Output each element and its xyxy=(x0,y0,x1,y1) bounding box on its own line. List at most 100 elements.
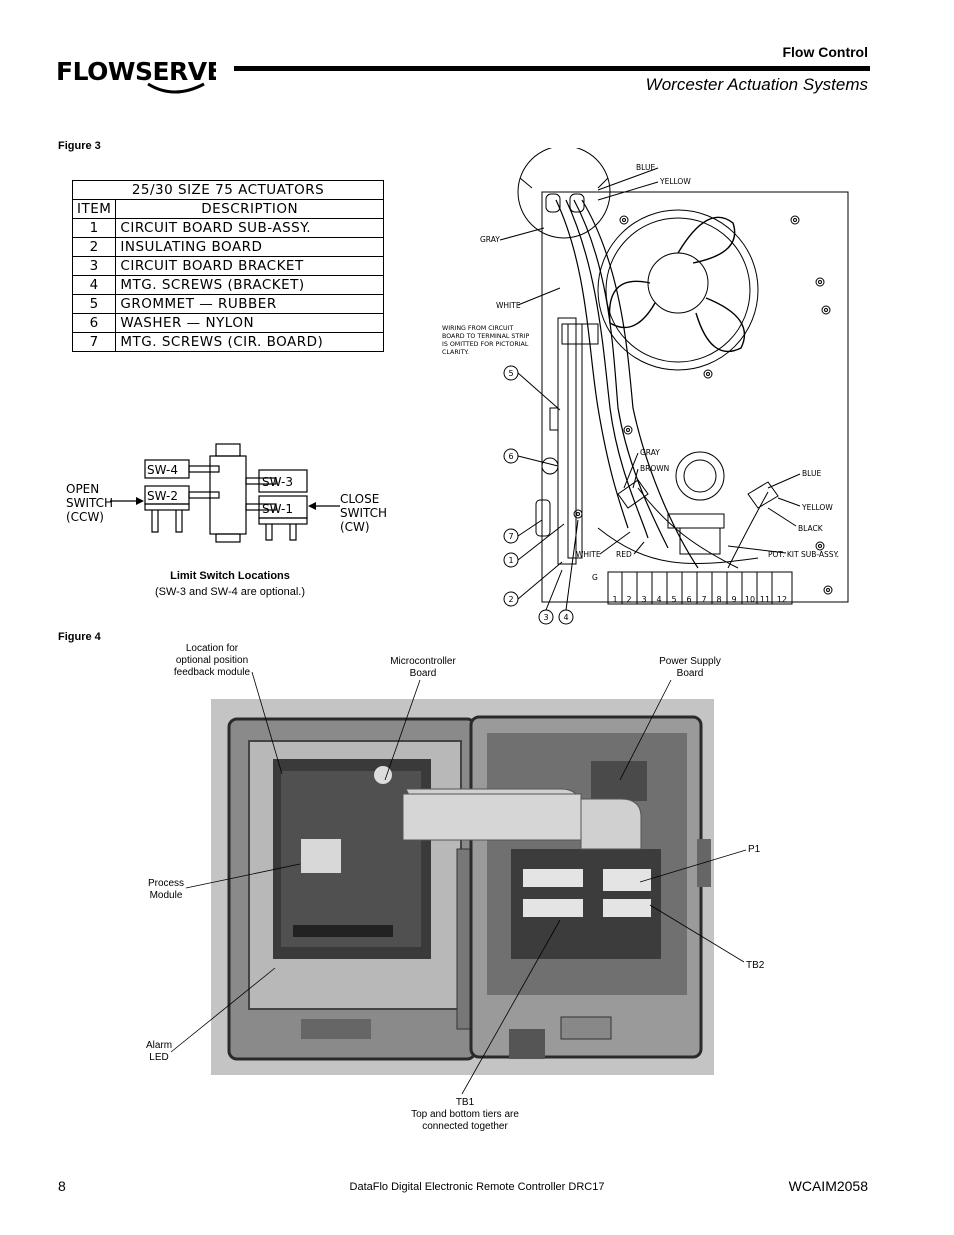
wire-yellow-top: YELLOW xyxy=(659,177,691,186)
label-location-line3: feedback module xyxy=(173,667,251,678)
callout-6: 6 xyxy=(508,452,513,461)
label-process-line2: Module xyxy=(149,890,183,901)
label-power-line1: Power Supply xyxy=(659,656,721,667)
close-switch-line3: (CW) xyxy=(340,520,370,534)
wire-black: BLACK xyxy=(798,524,824,533)
wire-gray: GRAY xyxy=(640,448,660,457)
sw2-label: SW-2 xyxy=(147,489,178,503)
col-description: DESCRIPTION xyxy=(115,199,384,219)
callout-7: 7 xyxy=(508,532,513,541)
label-tb1: TB1 Top and bottom tiers are connected t… xyxy=(390,1097,540,1133)
callout-1: 1 xyxy=(508,556,513,565)
controller-photo xyxy=(211,699,714,1075)
limit-switch-caption: Limit Switch Locations xyxy=(170,570,290,582)
label-location: Location for optional position feedback … xyxy=(162,643,262,679)
label-p1: P1 xyxy=(748,844,761,855)
terminal-1: 1 xyxy=(612,595,617,604)
close-switch-line2: SWITCH xyxy=(340,506,387,520)
label-process-module: Process Module xyxy=(130,878,202,902)
item-description: GROMMET — RUBBER xyxy=(115,294,384,314)
open-switch-line2: SWITCH xyxy=(66,496,113,510)
item-number: 4 xyxy=(71,275,117,295)
figure4-label: Figure 4 xyxy=(58,631,101,643)
item-number: 2 xyxy=(71,237,117,257)
label-tb1-line1: TB1 xyxy=(455,1097,475,1108)
callout-5: 5 xyxy=(508,369,513,378)
terminal-5: 5 xyxy=(671,595,676,604)
wiring-diagram: BLUE YELLOW GRAY WHITE WIRING FROM CIRCU… xyxy=(442,148,849,625)
item-description: WASHER — NYLON xyxy=(115,313,384,333)
figure3-label: Figure 3 xyxy=(58,140,101,152)
label-process-line1: Process xyxy=(147,878,185,889)
item-description: CIRCUIT BOARD SUB-ASSY. xyxy=(115,218,384,238)
close-switch-line1: CLOSE xyxy=(340,492,379,506)
label-tb2: TB2 xyxy=(746,960,765,971)
wiring-note-line1: WIRING FROM CIRCUIT xyxy=(442,325,513,332)
label-micro-line2: Board xyxy=(409,668,437,679)
ground-label: G xyxy=(592,573,598,582)
wire-blue-top: BLUE xyxy=(636,163,655,172)
label-location-line2: optional position xyxy=(175,655,249,666)
label-alarm-led: Alarm LED xyxy=(132,1040,186,1064)
terminal-6: 6 xyxy=(686,595,691,604)
sw3-label: SW-3 xyxy=(262,475,293,489)
item-description: CIRCUIT BOARD BRACKET xyxy=(115,256,384,276)
terminal-7: 7 xyxy=(701,595,706,604)
header-rule xyxy=(234,66,870,71)
wire-gray-top: GRAY xyxy=(480,235,500,244)
wiring-note-line2: BOARD TO TERMINAL STRIP xyxy=(442,333,529,340)
item-description: MTG. SCREWS (CIR. BOARD) xyxy=(115,332,384,352)
label-power-line2: Board xyxy=(676,668,704,679)
terminal-9: 9 xyxy=(731,595,736,604)
terminal-8: 8 xyxy=(716,595,721,604)
item-description: MTG. SCREWS (BRACKET) xyxy=(115,275,384,295)
label-tb1-line2: Top and bottom tiers are xyxy=(411,1109,519,1120)
wire-white-top: WHITE xyxy=(496,301,521,310)
label-alarm-line2: LED xyxy=(149,1052,169,1063)
wiring-note-line3: IS OMITTED FOR PICTORIAL xyxy=(442,341,529,348)
flowserve-logo: FLOWSERVE xyxy=(56,50,224,100)
callout-4: 4 xyxy=(563,613,568,622)
item-number: 7 xyxy=(71,332,117,352)
open-switch-line1: OPEN xyxy=(66,482,99,496)
terminal-2: 2 xyxy=(626,595,631,604)
header-subtitle: Worcester Actuation Systems xyxy=(645,75,868,94)
wire-red: RED xyxy=(616,550,632,559)
terminal-3: 3 xyxy=(641,595,646,604)
item-number: 6 xyxy=(71,313,117,333)
wire-brown: BROWN xyxy=(640,464,669,473)
label-tb1-line3: connected together xyxy=(422,1121,508,1132)
limit-switch-note: (SW-3 and SW-4 are optional.) xyxy=(155,586,305,598)
sw1-label: SW-1 xyxy=(262,502,293,516)
item-number: 5 xyxy=(71,294,117,314)
page-number: 8 xyxy=(58,1178,66,1194)
document-number: WCAIM2058 xyxy=(788,1178,868,1194)
limit-switch-diagram: SW-4 SW-2 SW-3 SW-1 OPEN SWITCH (CCW) CL… xyxy=(66,443,387,543)
callout-2: 2 xyxy=(508,595,513,604)
item-description: INSULATING BOARD xyxy=(115,237,384,257)
table-header-row: ITEM DESCRIPTION xyxy=(71,199,384,219)
wiring-note-line4: CLARITY. xyxy=(442,349,469,356)
parts-table-title: 25/30 SIZE 75 ACTUATORS xyxy=(72,180,384,200)
wire-white: WHITE xyxy=(576,550,601,559)
label-microcontroller: Microcontroller Board xyxy=(373,656,473,680)
label-power-supply: Power Supply Board xyxy=(640,656,740,680)
division-name: Flow Control xyxy=(782,44,868,60)
open-switch-line3: (CCW) xyxy=(66,510,104,524)
pot-kit-label: POT. KIT SUB-ASSY. xyxy=(768,550,839,559)
terminal-12: 12 xyxy=(777,595,787,604)
footer-title: DataFlo Digital Electronic Remote Contro… xyxy=(349,1181,605,1193)
wire-blue: BLUE xyxy=(802,469,821,478)
terminal-4: 4 xyxy=(656,595,661,604)
item-number: 3 xyxy=(71,256,117,276)
item-number: 1 xyxy=(71,218,117,238)
terminal-10: 10 xyxy=(745,595,755,604)
sw4-label: SW-4 xyxy=(147,463,178,477)
logo-text: FLOWSERVE xyxy=(56,57,216,86)
